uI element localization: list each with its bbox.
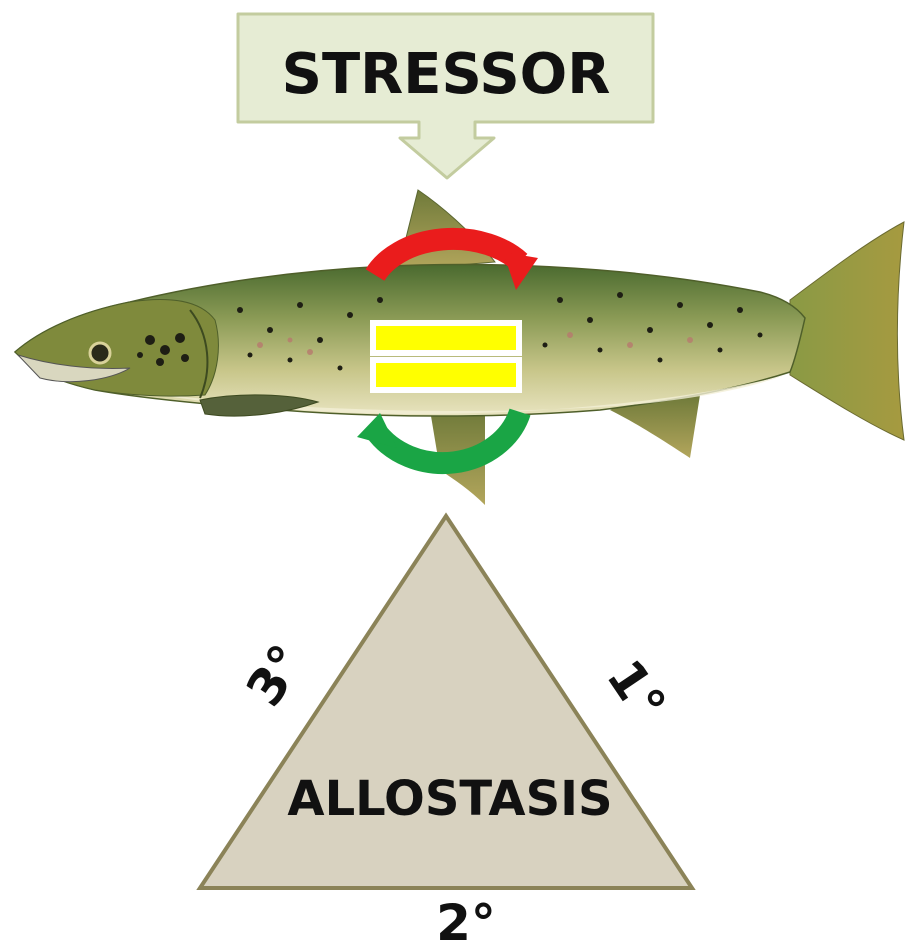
- allostasis-label: ALLOSTASIS: [287, 771, 612, 827]
- fish-eye: [90, 343, 110, 363]
- bottom-side-label: 2°: [436, 894, 496, 949]
- stressor-callout: STRESSOR: [238, 14, 653, 178]
- fish-tail: [790, 222, 904, 440]
- stressor-label: STRESSOR: [282, 42, 611, 107]
- right-side-label: 1°: [595, 649, 677, 731]
- fish-head: [15, 299, 218, 396]
- left-side-label: 3°: [235, 634, 317, 716]
- allostasis-triangle: ALLOSTASIS 1° 2° 3°: [200, 516, 692, 949]
- fish-pectoral-fin: [200, 395, 318, 416]
